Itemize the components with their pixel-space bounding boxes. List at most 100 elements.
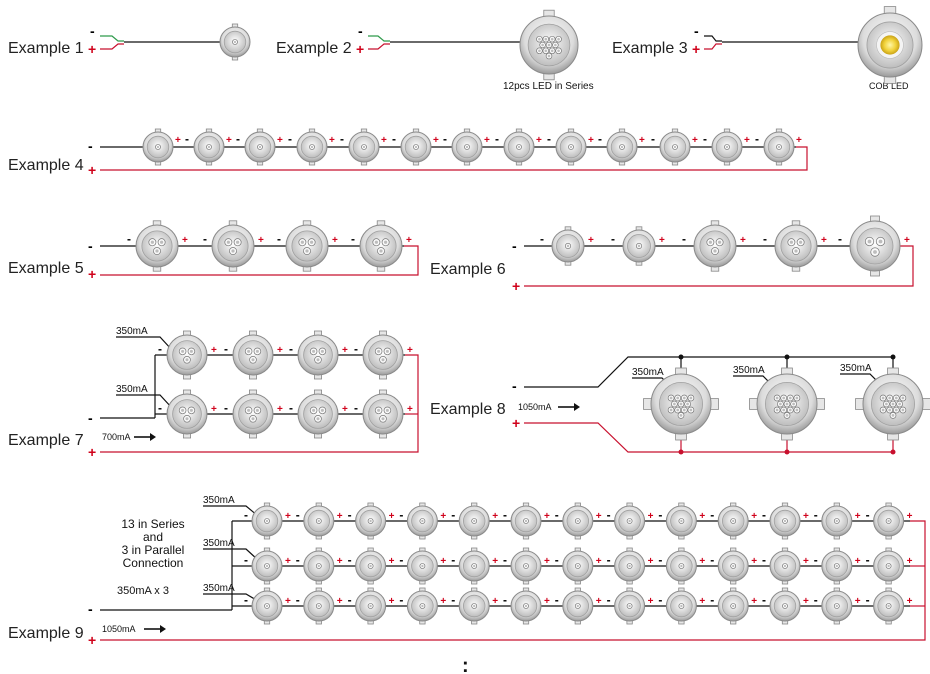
minus-sign: -	[348, 508, 352, 522]
plus-sign: +	[337, 596, 343, 607]
plus-sign: +	[492, 556, 498, 567]
arrow-right-icon	[150, 433, 156, 441]
led-downlight-icon	[193, 128, 225, 166]
example-4-label: Example 4	[8, 157, 84, 174]
led-downlight-icon	[614, 502, 646, 540]
led-downlight-icon	[166, 389, 208, 439]
minus-sign: -	[127, 232, 131, 246]
minus-sign: -	[866, 593, 870, 607]
led-downlight-icon	[749, 367, 825, 441]
minus-sign: -	[244, 508, 248, 522]
plus-sign: +	[277, 135, 283, 146]
plus-sign: +	[907, 596, 913, 607]
plus-sign: +	[596, 511, 602, 522]
plus-sign: +	[699, 596, 705, 607]
led-downlight-icon	[244, 128, 276, 166]
led-downlight-icon	[562, 547, 594, 585]
plus-sign: +	[659, 235, 665, 246]
led-downlight-icon	[503, 128, 535, 166]
minus-sign: -	[703, 132, 707, 146]
minus-sign: -	[203, 232, 207, 246]
led-downlight-icon	[458, 502, 490, 540]
minus-sign: -	[651, 132, 655, 146]
example-5-label: Example 5	[8, 260, 84, 277]
led-downlight-icon	[510, 587, 542, 625]
cob-led-icon	[857, 6, 923, 84]
led-downlight-icon	[303, 502, 335, 540]
led-downlight-icon	[297, 330, 339, 380]
plus-sign: +	[407, 404, 413, 415]
minus-sign: -	[495, 132, 499, 146]
led-downlight-icon	[251, 547, 283, 585]
plus-sign: +	[907, 511, 913, 522]
plus-sign: +	[803, 511, 809, 522]
plus-sign: +	[751, 556, 757, 567]
minus-sign: -	[762, 508, 766, 522]
plus-sign: +	[692, 135, 698, 146]
led-downlight-icon	[355, 587, 387, 625]
led-downlight-icon	[362, 389, 404, 439]
minus-sign: -	[451, 553, 455, 567]
led-downlight-icon	[166, 330, 208, 380]
plus-sign: +	[796, 135, 802, 146]
plus-sign: +	[285, 556, 291, 567]
minus-sign: -	[296, 553, 300, 567]
plus-sign: +	[699, 511, 705, 522]
led-downlight-icon	[849, 215, 901, 277]
plus-sign: +	[329, 135, 335, 146]
ex3-caption: COB LED	[869, 81, 909, 91]
current-label-350ma: 350mA	[733, 365, 765, 376]
minus-sign: -	[503, 553, 507, 567]
minus-sign: -	[399, 593, 403, 607]
current-label-350ma: 350mA	[116, 384, 148, 395]
minus-sign: -	[658, 508, 662, 522]
minus-sign: -	[694, 23, 699, 39]
led-downlight-icon	[873, 587, 905, 625]
minus-sign: -	[814, 553, 818, 567]
ex9-desc-line2: and	[143, 530, 163, 544]
minus-sign: -	[244, 593, 248, 607]
minus-sign: -	[503, 508, 507, 522]
minus-sign: -	[244, 553, 248, 567]
current-label-350ma: 350mA	[632, 367, 664, 378]
example-9-wiring: - + 350mA 350mA 350mA 1050mA 13 in Serie…	[88, 495, 926, 648]
led-downlight-icon	[303, 587, 335, 625]
minus-sign: -	[555, 553, 559, 567]
minus-sign: -	[296, 593, 300, 607]
led-downlight-icon	[774, 220, 818, 272]
minus-sign: -	[682, 232, 686, 246]
example-3-label: Example 3	[612, 40, 688, 57]
minus-sign: -	[288, 132, 292, 146]
led-downlight-icon	[458, 547, 490, 585]
plus-sign: +	[536, 135, 542, 146]
minus-sign: -	[451, 593, 455, 607]
minus-sign: -	[866, 508, 870, 522]
example-1-diagram: - +	[88, 23, 222, 57]
current-label-700ma: 700mA	[102, 432, 131, 442]
plus-sign: +	[803, 596, 809, 607]
plus-sign: +	[821, 235, 827, 246]
example-3-diagram: - + COB LED	[692, 23, 909, 91]
minus-sign: -	[358, 23, 363, 39]
minus-sign: -	[185, 132, 189, 146]
plus-sign: +	[381, 135, 387, 146]
plus-sign: +	[285, 596, 291, 607]
example-2-label: Example 2	[276, 40, 352, 57]
plus-sign: +	[544, 511, 550, 522]
led-downlight-icon	[562, 587, 594, 625]
minus-sign: -	[512, 378, 517, 394]
led-downlight-icon	[297, 389, 339, 439]
led-downlight-icon	[362, 330, 404, 380]
plus-sign: +	[904, 235, 910, 246]
led-downlight-icon	[873, 502, 905, 540]
plus-sign: +	[440, 556, 446, 567]
led-downlight-icon	[717, 502, 749, 540]
current-label-350ma: 350mA	[116, 326, 148, 337]
plus-sign: +	[751, 511, 757, 522]
minus-sign: -	[710, 593, 714, 607]
plus-sign: +	[337, 511, 343, 522]
led-downlight-icon	[359, 220, 403, 272]
plus-sign: +	[492, 511, 498, 522]
minus-sign: -	[555, 593, 559, 607]
plus-sign: +	[596, 556, 602, 567]
